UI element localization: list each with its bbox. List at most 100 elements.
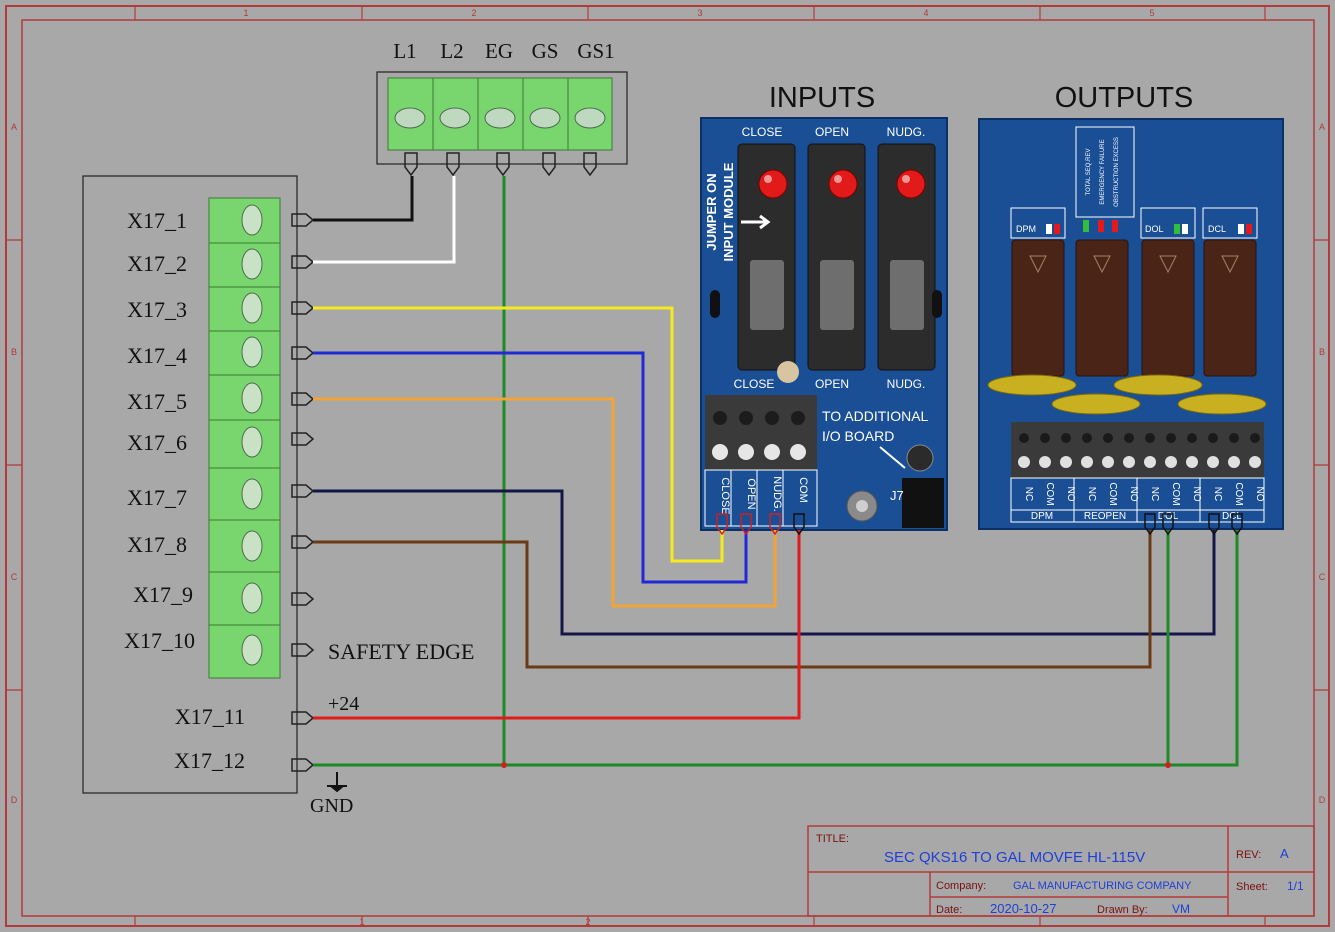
x17-label-8: X17_8 (127, 532, 187, 557)
outputs-status-3: OBSTRUCTION EXCESS (1114, 137, 1120, 207)
outputs-term-3: NO (1065, 487, 1076, 502)
col-label-2: 2 (471, 8, 476, 18)
outputs-term-4: NC (1086, 487, 1097, 501)
wire-brown (313, 530, 1152, 669)
company-label: Company: (936, 880, 986, 892)
row-label-a-right: A (1319, 122, 1325, 132)
inputs-top-close: CLOSE (742, 125, 783, 139)
outputs-term-8: COM (1170, 482, 1181, 505)
wire-white (313, 176, 456, 264)
row-label-b: B (11, 347, 17, 357)
power-label-gs1: GS1 (577, 39, 614, 63)
x17-label-11: X17_11 (175, 704, 245, 729)
inputs-bottom-open: OPEN (815, 377, 849, 391)
wire-blue (313, 351, 748, 584)
note-arrow-icon (879, 446, 906, 469)
col-label-4: 4 (923, 8, 928, 18)
wire-orange (313, 397, 777, 608)
wire-yellow (313, 306, 724, 563)
x17-label-2: X17_2 (127, 251, 187, 276)
col-label-3: 3 (697, 8, 702, 18)
outputs-term-10: NC (1212, 487, 1223, 501)
outputs-term-2: COM (1044, 482, 1055, 505)
title-block-text: TITLE: SEC QKS16 TO GAL MOVFE HL-115V RE… (816, 833, 1304, 916)
x17-label-1: X17_1 (127, 208, 187, 233)
rev-value: A (1280, 846, 1289, 861)
outputs-title: OUTPUTS (1055, 82, 1194, 114)
col-label-2-bottom: 2 (585, 917, 590, 927)
outputs-module: OUTPUTS TOTAL SEQ.REV EMERGENCY FAILURE … (978, 82, 1284, 530)
wire-junctions (501, 762, 1171, 768)
border-labels: 1 2 3 4 5 1 2 A B C D A B C D (11, 8, 1326, 927)
row-label-d-right: D (1319, 795, 1326, 805)
inputs-term-close: CLOSE (719, 477, 731, 514)
x17-label-3: X17_3 (127, 297, 187, 322)
drawing-border (5, 5, 1330, 927)
wire-black (313, 176, 414, 222)
outputs-tag-dpm: DPM (1016, 224, 1036, 234)
inputs-bottom-close: CLOSE (734, 377, 775, 391)
title-value: SEC QKS16 TO GAL MOVFE HL-115V (884, 849, 1145, 866)
col-label-5: 5 (1149, 8, 1154, 18)
outputs-group-reopen: REOPEN (1084, 511, 1126, 522)
sheet-label: Sheet: (1236, 881, 1268, 893)
sheet-value: 1/1 (1287, 879, 1304, 893)
power-label-l2: L2 (440, 39, 463, 63)
row-label-c-right: C (1319, 572, 1326, 582)
jumper-arrow-icon (741, 214, 771, 230)
outputs-term-5: COM (1107, 482, 1118, 505)
outputs-tag-dcl: DCL (1208, 224, 1226, 234)
outputs-term-1: NC (1023, 487, 1034, 501)
annotations: SAFETY EDGE +24 GND (310, 639, 474, 817)
inputs-module: INPUTS CLOSE OPEN NUDG. CLOSE (700, 82, 948, 531)
plus24-label: +24 (328, 693, 359, 715)
row-label-a: A (11, 122, 17, 132)
inputs-top-open: OPEN (815, 125, 849, 139)
date-value: 2020-10-27 (990, 901, 1057, 916)
x17-terminal-block: X17_1 X17_2 X17_3 X17_4 X17_5 X17_6 X17_… (82, 175, 315, 794)
wire-green-gnd (313, 530, 1239, 767)
outputs-term-9: NO (1191, 487, 1202, 502)
wires (313, 176, 1239, 767)
company-value: GAL MANUFACTURING COMPANY (1013, 880, 1192, 892)
col-label-1-bottom: 1 (359, 917, 364, 927)
title-label: TITLE: (816, 833, 849, 845)
inputs-bottom-nudg: NUDG. (887, 377, 926, 391)
row-label-d: D (11, 795, 18, 805)
inputs-note-1: TO ADDITIONAL (822, 408, 929, 424)
outputs-status-1: TOTAL SEQ.REV (1086, 149, 1092, 196)
inputs-top-nudg: NUDG. (887, 125, 926, 139)
inputs-note-2: I/O BOARD (822, 428, 894, 444)
outputs-group-dol: DOL (1158, 511, 1179, 522)
outputs-group-dpm: DPM (1031, 511, 1053, 522)
x17-label-9: X17_9 (133, 582, 193, 607)
module-connector-pins (716, 513, 1243, 536)
wire-navy (313, 489, 1216, 636)
inputs-term-open: OPEN (745, 478, 757, 509)
outputs-status-2: EMERGENCY FAILURE (1100, 139, 1106, 204)
x17-label-5: X17_5 (127, 389, 187, 414)
gnd-label: GND (310, 795, 353, 817)
outputs-term-12: NO (1254, 487, 1265, 502)
date-label: Date: (936, 904, 962, 916)
inputs-connector-j7: J7 (890, 488, 904, 503)
x17-label-4: X17_4 (127, 343, 187, 368)
outputs-term-7: NC (1149, 487, 1160, 501)
inputs-term-nudg: NUDG. (771, 476, 783, 511)
x17-label-6: X17_6 (127, 430, 187, 455)
row-label-c: C (11, 572, 18, 582)
col-label-1: 1 (243, 8, 248, 18)
power-label-gs: GS (532, 39, 559, 63)
wire-red (313, 530, 801, 720)
drawn-value: VM (1172, 902, 1190, 916)
rev-label: REV: (1236, 849, 1261, 861)
power-terminal-block: L1 L2 EG GS GS1 (376, 39, 628, 177)
ground-symbol-icon (327, 772, 347, 793)
outputs-term-6: NO (1128, 487, 1139, 502)
outputs-term-11: COM (1233, 482, 1244, 505)
drawn-label: Drawn By: (1097, 904, 1148, 916)
inputs-term-com: COM (797, 477, 809, 503)
inputs-title: INPUTS (769, 82, 875, 114)
outputs-tag-dol: DOL (1145, 224, 1164, 234)
power-label-eg: EG (485, 39, 513, 63)
